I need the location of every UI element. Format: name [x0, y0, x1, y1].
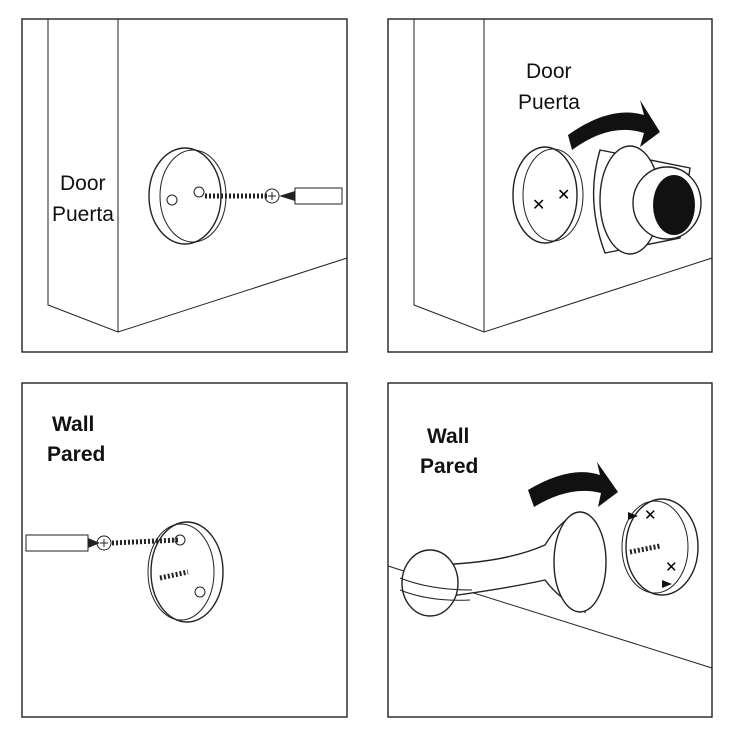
- puerta-label: Puerta: [518, 91, 580, 114]
- wall-label: Wall: [52, 413, 94, 436]
- panel-wall-attach-stopper: ✕ ✕ Wall Pared: [387, 382, 713, 718]
- panel-door-install-plate: Door Puerta: [21, 18, 348, 353]
- door-edge: [413, 19, 713, 333]
- screw-head-icon: ✕: [665, 559, 678, 576]
- pared-label: Pared: [420, 455, 478, 478]
- screwdriver-icon: [264, 187, 343, 205]
- panel-door-attach-stopper: ✕ ✕ Door Puerta: [387, 18, 713, 353]
- rotate-arrow-icon: [528, 462, 618, 507]
- screw-icon: [111, 537, 179, 546]
- panel-frame: [387, 382, 713, 718]
- door-edge: [47, 19, 348, 333]
- panel-frame: [21, 18, 348, 353]
- screw-head-icon: ✕: [532, 197, 545, 214]
- wall-mount-plate: ✕ ✕: [621, 498, 699, 596]
- panel-frame: [387, 18, 713, 353]
- screwdriver-icon: [25, 534, 179, 552]
- door-mount-plate: ✕ ✕: [512, 146, 584, 244]
- rotate-arrow-icon: [568, 100, 660, 150]
- wall-label: Wall: [427, 425, 469, 448]
- puerta-label: Puerta: [52, 203, 114, 226]
- pared-label: Pared: [47, 443, 105, 466]
- panel-frame: [21, 382, 348, 718]
- door-stopper-bumper: [592, 145, 702, 255]
- door-label: Door: [526, 60, 572, 83]
- screw-head-icon: ✕: [557, 187, 570, 204]
- wall-mount-plate: [147, 521, 224, 623]
- wall-stopper-body: [399, 510, 607, 617]
- screw-icon: [159, 569, 189, 581]
- panel-wall-install-plate: Wall Pared: [21, 382, 348, 718]
- screw-icon: [629, 543, 661, 555]
- door-label: Door: [60, 172, 106, 195]
- screw-head-icon: ✕: [644, 507, 657, 524]
- rubber-ring: [399, 577, 473, 601]
